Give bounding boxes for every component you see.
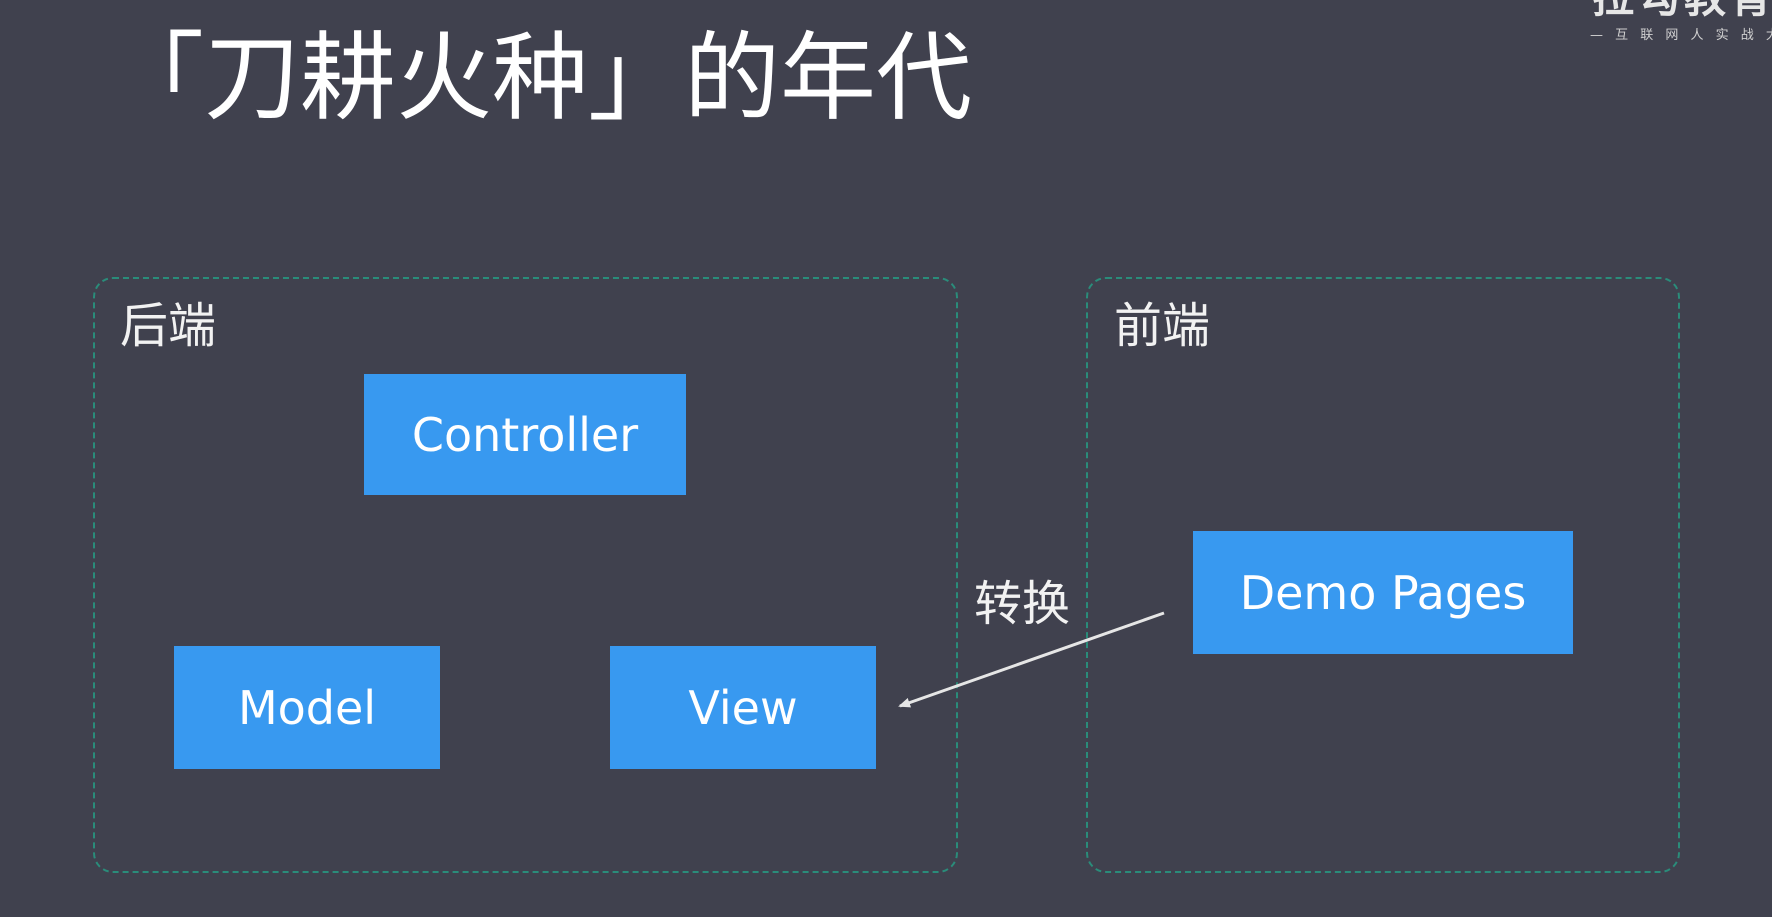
convert-label: 转换 (974, 576, 1071, 632)
controller-node: Controller (364, 374, 686, 495)
backend-group-label: 后端 (120, 298, 217, 354)
frontend-group (1086, 277, 1680, 873)
model-node: Model (174, 646, 440, 769)
logo-wordmark: 拉勾教育 (1592, 0, 1772, 20)
brand-logo: 拉勾教育 — 互 联 网 人 实 战 大 学 — (1588, 0, 1772, 50)
demo-pages-node: Demo Pages (1193, 531, 1573, 654)
view-node: View (610, 646, 876, 769)
backend-group (93, 277, 958, 873)
frontend-group-label: 前端 (1114, 298, 1211, 354)
slide-title: 「刀耕火种」的年代 (108, 22, 972, 134)
logo-tagline: — 互 联 网 人 实 战 大 学 — (1590, 28, 1772, 43)
